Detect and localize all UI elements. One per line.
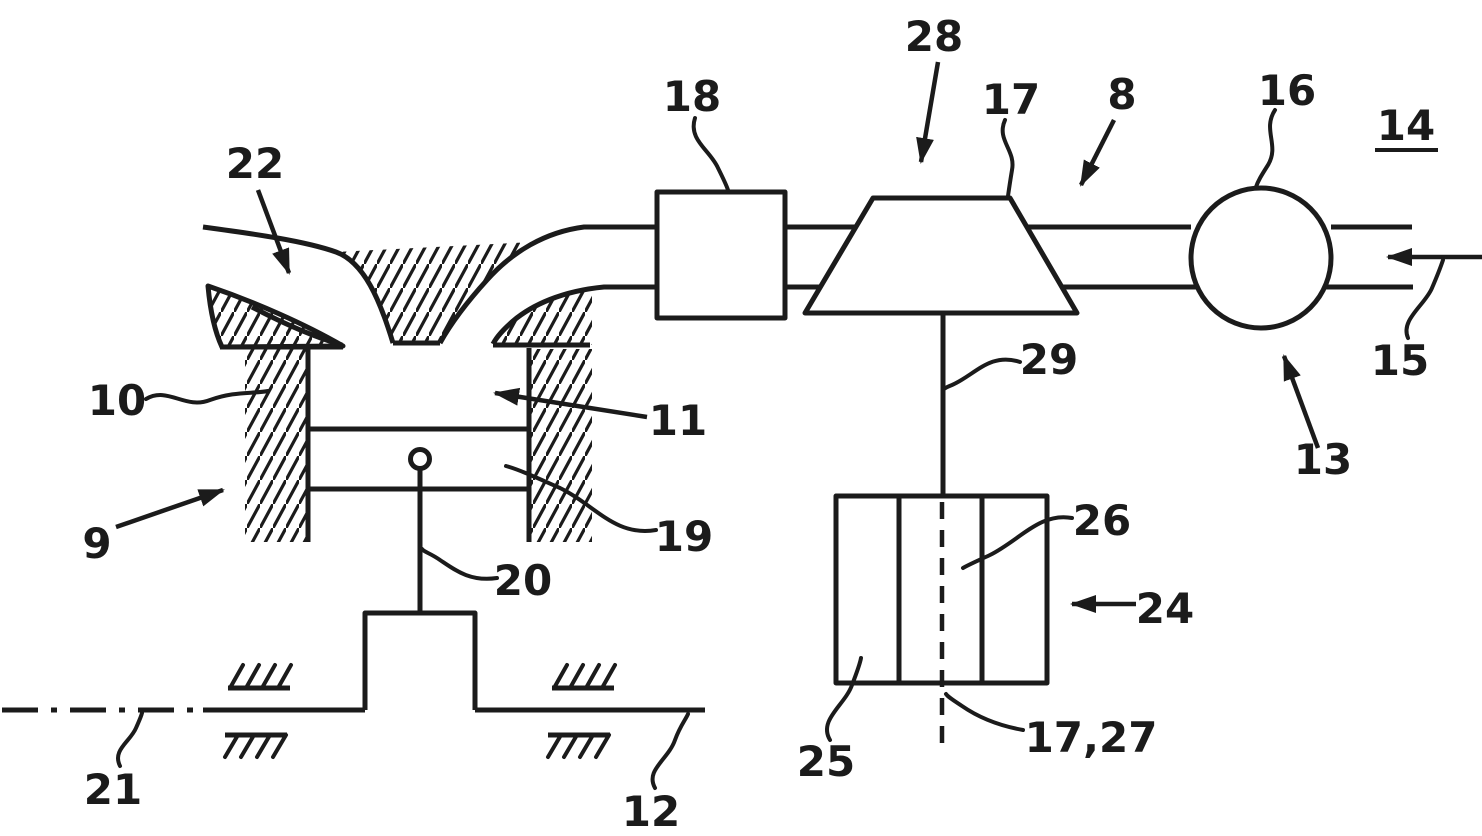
exhaust-duct-lower-curve: [490, 284, 658, 346]
label-11: 11: [649, 396, 707, 445]
label-26: 26: [1073, 496, 1131, 545]
label-14: 14: [1377, 101, 1435, 150]
piston-pin: [408, 447, 432, 471]
leader-25: [825, 656, 863, 742]
valve-seat-arc: [250, 304, 343, 348]
leader-16: [1254, 108, 1277, 189]
label-12: 12: [622, 787, 680, 836]
label-15: 15: [1371, 336, 1429, 385]
leader-17-27: [944, 692, 1025, 732]
cylinder-wall-right-hatch: [529, 349, 592, 542]
arrow-8: [1078, 118, 1117, 187]
arrow-9: [115, 487, 225, 530]
cylinder-wall-left-hatch: [245, 349, 308, 542]
leader-21: [116, 711, 144, 768]
leader-15: [1404, 258, 1445, 340]
leader-26: [961, 515, 1074, 570]
leader-29: [942, 357, 1022, 391]
label-8: 8: [1107, 70, 1136, 119]
arrow-22: [255, 189, 292, 275]
arrow-13: [1281, 354, 1321, 449]
bearing-hatch-upper-left: [228, 663, 293, 691]
label-9: 9: [82, 519, 111, 568]
label-13: 13: [1294, 435, 1352, 484]
label-16: 16: [1258, 66, 1316, 115]
bearing-hatch-upper-right: [552, 663, 617, 691]
trapezoid-17: [802, 195, 1080, 316]
label-10: 10: [88, 376, 146, 425]
bearing-hatch-lower-left: [223, 732, 288, 759]
leader-19: [504, 464, 658, 533]
label-21: 21: [84, 765, 142, 814]
bearing-hatch-lower-right: [546, 732, 611, 759]
leader-20: [420, 547, 499, 581]
label-29: 29: [1020, 335, 1078, 384]
leader-12: [650, 712, 690, 790]
label-25: 25: [797, 737, 855, 786]
leader-10: [144, 389, 270, 405]
label-19: 19: [655, 512, 713, 561]
intake-duct-upper-curve: [202, 224, 396, 344]
label-17: 17: [982, 75, 1040, 124]
arrow-28: [916, 61, 941, 164]
leader-17: [1000, 118, 1015, 198]
label-22: 22: [226, 139, 284, 188]
label-28: 28: [905, 12, 963, 61]
head-right-hatch: [493, 290, 592, 345]
arrow-11: [493, 387, 648, 420]
leader-18: [691, 116, 730, 192]
exhaust-duct-upper-curve: [437, 224, 658, 345]
circle-16: [1188, 185, 1334, 331]
label-20: 20: [494, 556, 552, 605]
box-18: [654, 189, 788, 321]
label-24: 24: [1136, 584, 1194, 633]
label-18: 18: [663, 72, 721, 121]
label-17-27: 17,27: [1025, 713, 1158, 762]
crank-web: [362, 610, 478, 710]
